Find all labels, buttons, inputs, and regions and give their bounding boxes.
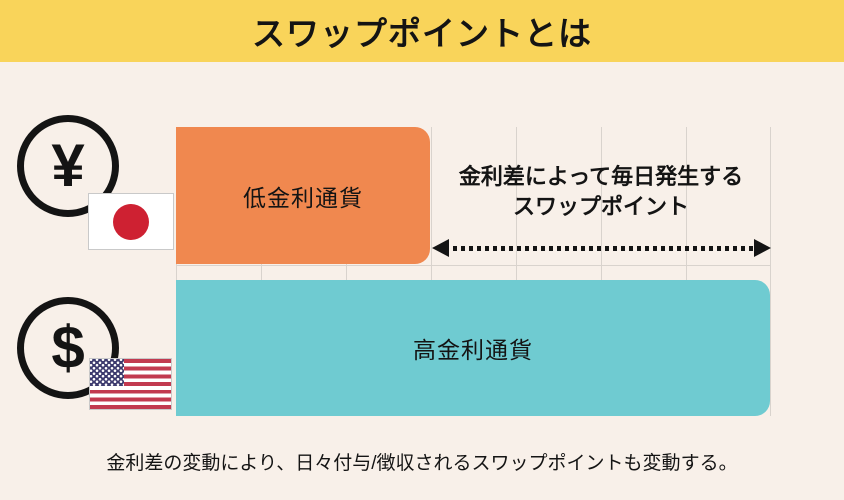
gridline-vertical xyxy=(176,127,177,416)
high-interest-currency-bar: 高金利通貨 xyxy=(176,280,770,416)
page-title: スワップポイントとは xyxy=(252,15,592,52)
annotation-line-2: スワップポイント xyxy=(512,194,689,219)
dollar-symbol: $ xyxy=(51,314,85,381)
footer-caption: 金利差の変動により、日々付与/徴収されるスワップポイントも変動する。 xyxy=(106,453,738,474)
gridline-vertical xyxy=(431,127,432,416)
arrowhead-left-icon xyxy=(432,239,449,257)
swap-point-annotation: 金利差によって毎日発生する スワップポイント xyxy=(430,162,772,222)
high-interest-bar-label: 高金利通貨 xyxy=(413,337,533,363)
yen-symbol: ¥ xyxy=(51,132,85,199)
gridline-horizontal xyxy=(176,265,770,266)
japan-flag-icon xyxy=(88,193,174,250)
dotted-line xyxy=(445,246,758,251)
usa-flag-icon xyxy=(89,358,172,410)
interest-gap-arrow xyxy=(432,239,771,258)
gridline-vertical xyxy=(770,127,771,416)
low-interest-currency-bar: 低金利通貨 xyxy=(176,127,430,264)
arrowhead-right-icon xyxy=(754,239,771,257)
gridline-vertical xyxy=(346,127,347,416)
gridline-vertical xyxy=(516,127,517,416)
header-banner: スワップポイントとは xyxy=(0,0,844,62)
usa-flag-canton xyxy=(90,359,124,386)
low-interest-bar-label: 低金利通貨 xyxy=(243,184,363,211)
dollar-coin-icon: $ xyxy=(17,297,119,399)
gridline-vertical xyxy=(601,127,602,416)
yen-coin-icon: ¥ xyxy=(17,115,119,217)
annotation-line-1: 金利差によって毎日発生する xyxy=(458,164,744,189)
gridline-vertical xyxy=(261,127,262,416)
gridline-vertical xyxy=(686,127,687,416)
japan-flag-sun xyxy=(113,203,149,240)
